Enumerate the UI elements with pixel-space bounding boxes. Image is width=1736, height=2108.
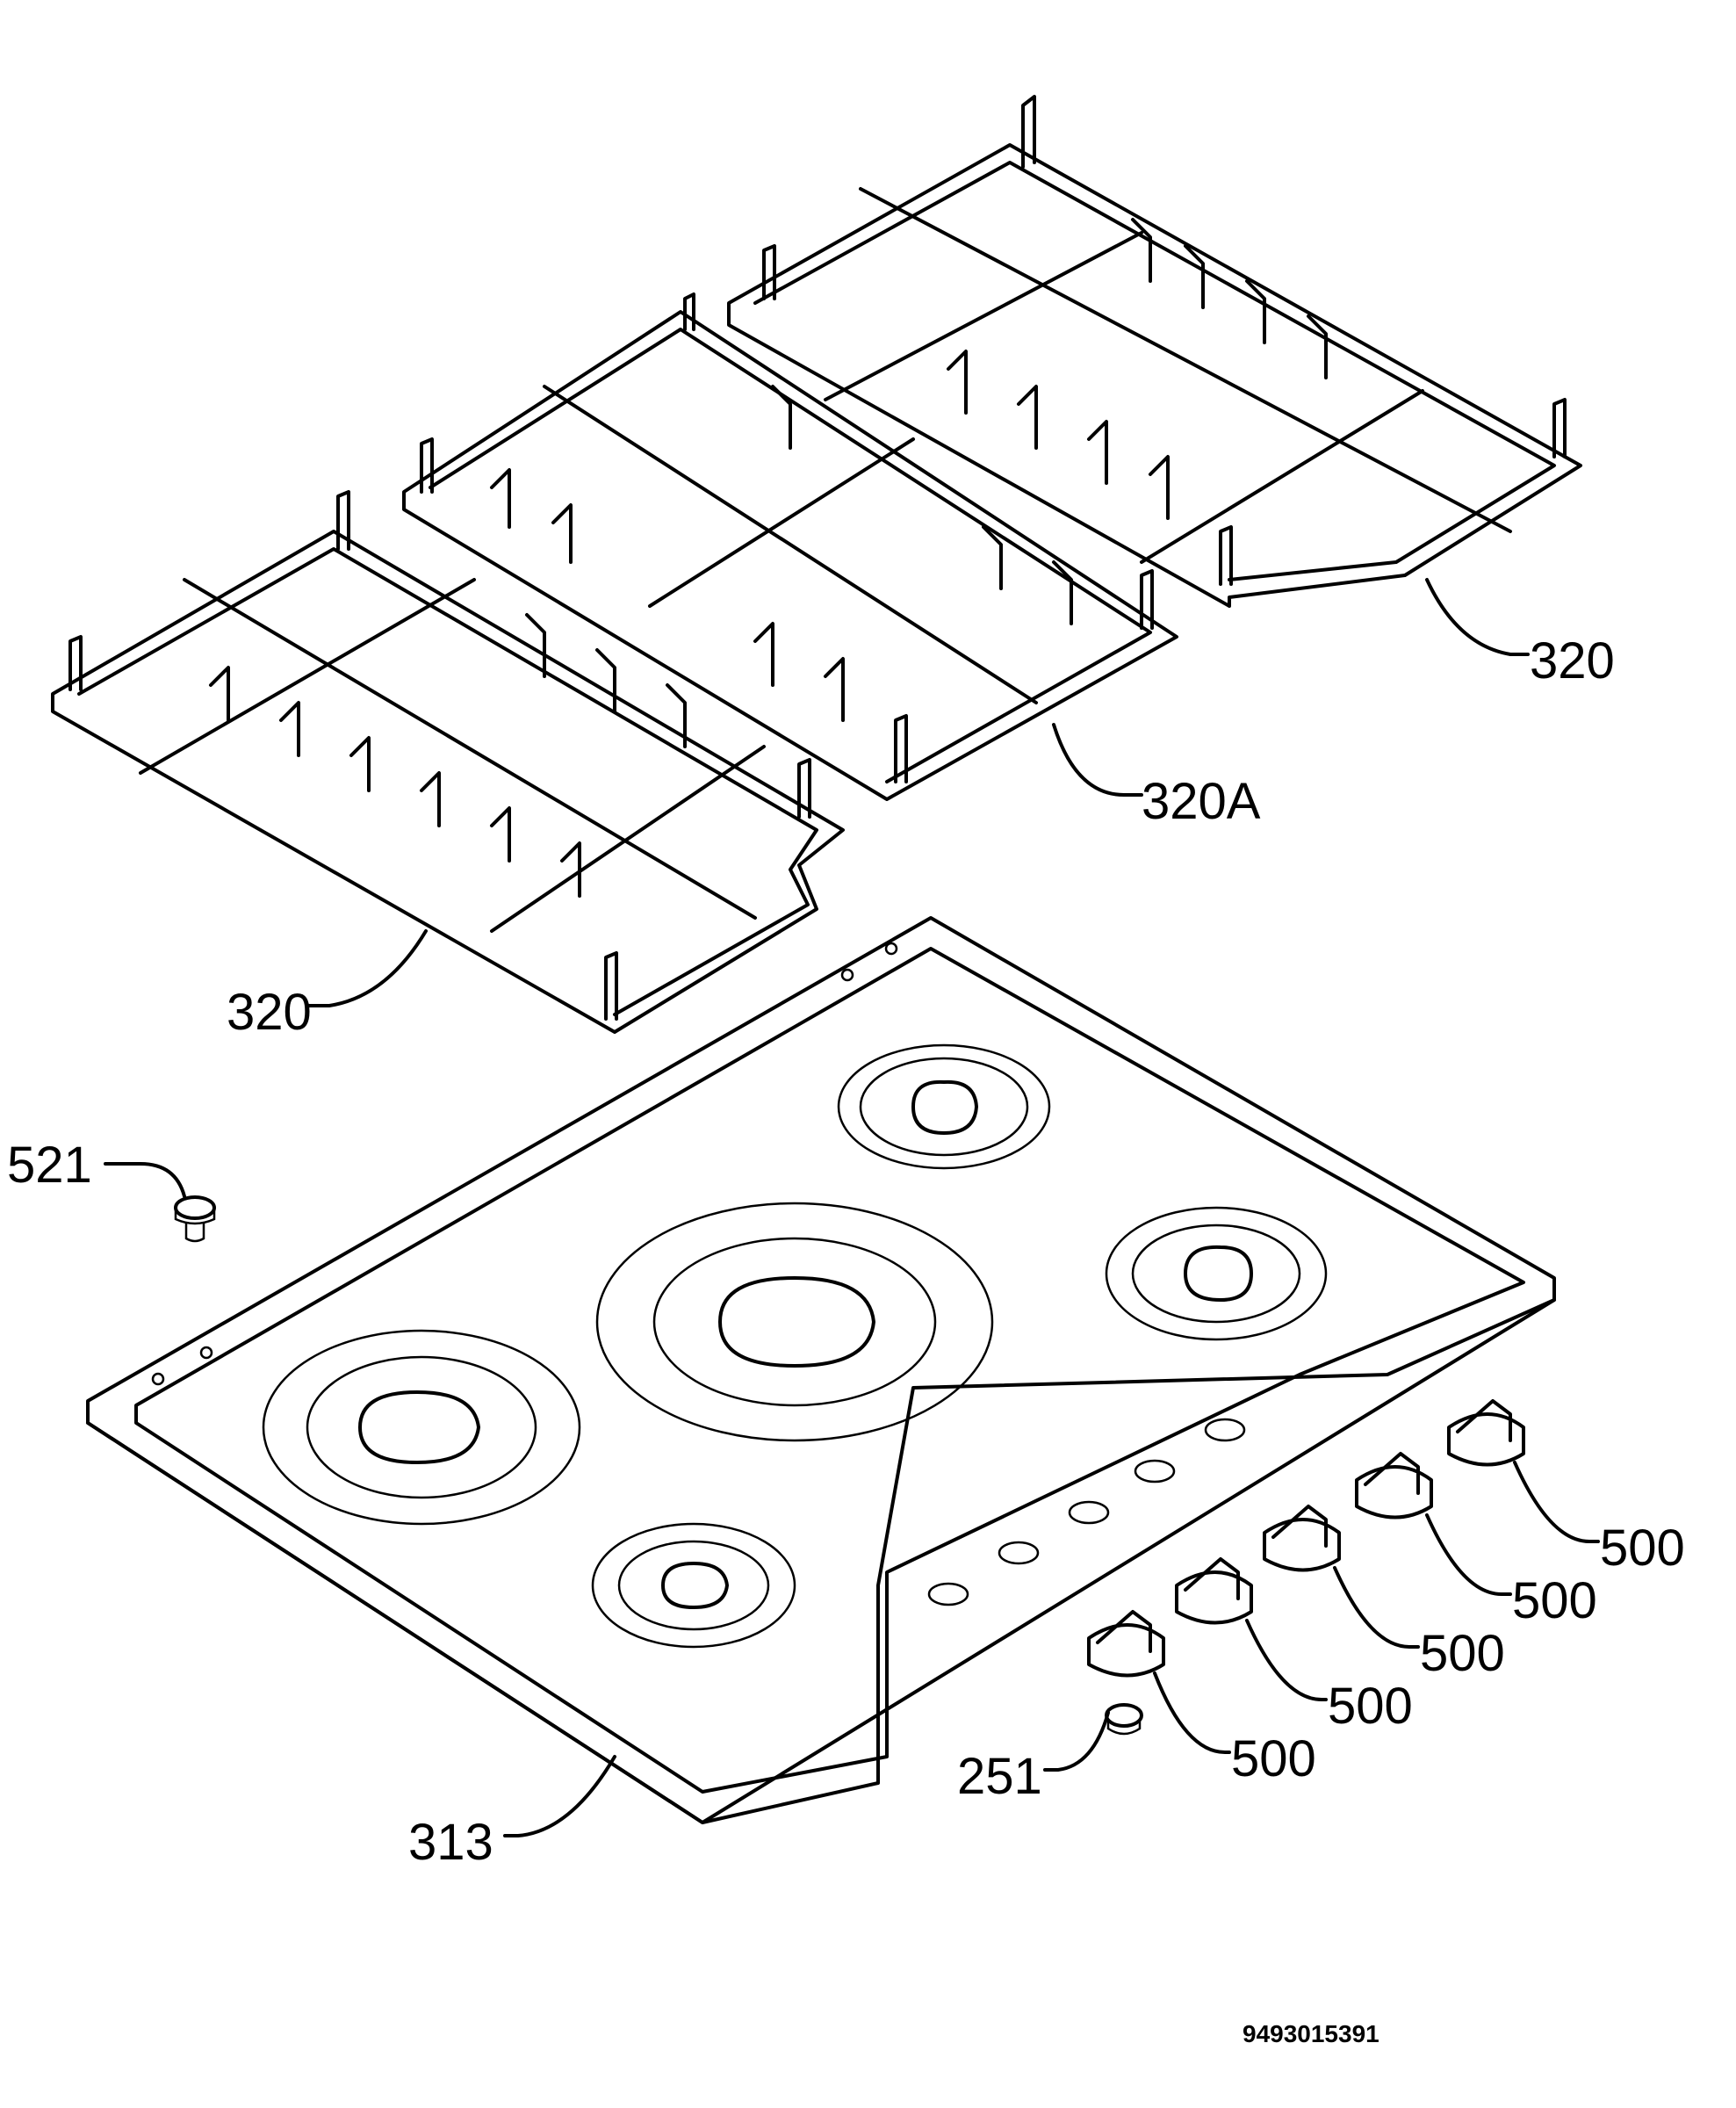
leader-lines bbox=[104, 578, 1600, 1837]
control-knob-icon-1 bbox=[1087, 1610, 1165, 1678]
callout-screw: 521 bbox=[7, 1137, 92, 1194]
hob-top-icon bbox=[86, 916, 1556, 1824]
burner-ring-icon-left bbox=[262, 1329, 581, 1526]
burner-ring-icon-right bbox=[1105, 1206, 1328, 1341]
pan-support-icon-right bbox=[727, 95, 1582, 608]
callout-knob-2: 500 bbox=[1231, 1730, 1316, 1787]
burner-ring-icon-front bbox=[591, 1522, 796, 1649]
control-knob-icon-4 bbox=[1355, 1452, 1433, 1520]
control-knob-icon-5 bbox=[1447, 1399, 1525, 1467]
screw-icon bbox=[174, 1195, 216, 1243]
callout-grate-right: 320 bbox=[1530, 632, 1615, 689]
burner-ring-icon-center bbox=[595, 1202, 994, 1442]
callout-grate-left: 320 bbox=[227, 984, 312, 1041]
drawing-code: 9493015391 bbox=[1243, 2020, 1379, 2047]
seal-ring-icon bbox=[1105, 1703, 1143, 1736]
pan-support-icon-middle bbox=[402, 292, 1178, 801]
burner-ring-icon-back bbox=[837, 1043, 1051, 1170]
callout-knob-6: 500 bbox=[1600, 1520, 1685, 1577]
pan-support-icon-left bbox=[51, 490, 845, 1034]
callout-hob-top: 313 bbox=[408, 1814, 493, 1871]
control-knob-icon-2 bbox=[1175, 1557, 1253, 1625]
callout-grate-middle: 320A bbox=[1142, 773, 1261, 830]
control-knob-icon-3 bbox=[1263, 1505, 1341, 1572]
callout-knob-5: 500 bbox=[1512, 1572, 1597, 1629]
callout-seal: 251 bbox=[957, 1748, 1042, 1805]
callout-knob-3: 500 bbox=[1328, 1678, 1413, 1735]
callout-knob-4: 500 bbox=[1420, 1625, 1505, 1682]
